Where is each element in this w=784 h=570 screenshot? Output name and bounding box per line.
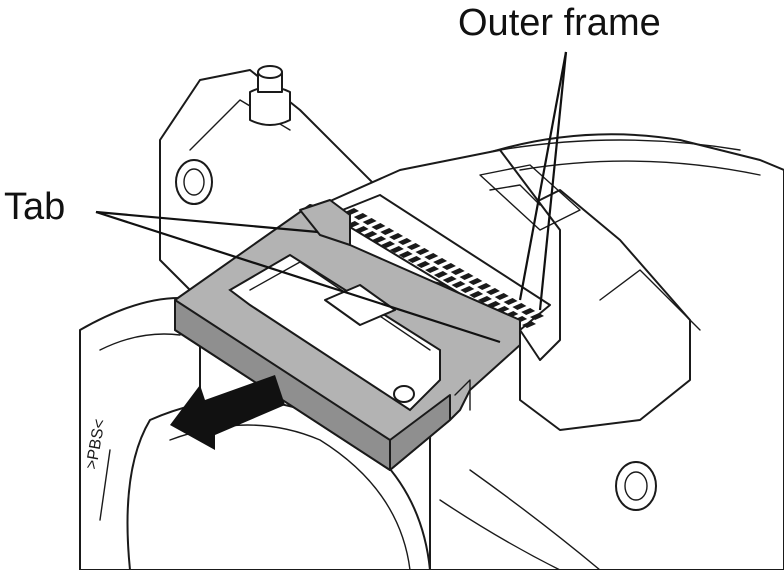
connector-pin: [362, 218, 377, 225]
tab-label: Tab: [4, 186, 66, 228]
connector-pin: [353, 213, 368, 220]
connector-pin: [451, 281, 466, 288]
outer-frame-label: Outer frame: [458, 2, 661, 44]
connector-pin: [450, 268, 465, 275]
connector-pin: [503, 298, 518, 305]
connector-pin: [363, 231, 378, 238]
connector-pin: [372, 236, 387, 243]
connector-pin: [354, 226, 369, 233]
connector-pin: [416, 261, 431, 268]
connector-pin: [512, 303, 527, 310]
connector-pin: [530, 313, 544, 320]
connector-pin: [477, 283, 492, 290]
connector-pin: [521, 308, 536, 315]
connector-pin: [522, 321, 536, 328]
connector-pin: [460, 286, 475, 293]
connector-pin: [425, 266, 440, 273]
connector-pin: [371, 223, 386, 230]
connector-pin: [424, 253, 439, 260]
insert-direction-arrow-icon: [170, 375, 285, 450]
connector-pin: [485, 288, 500, 295]
connector-pin: [468, 278, 483, 285]
connector-pin: [406, 243, 421, 250]
connector-pin: [469, 291, 484, 298]
connector-pin: [407, 256, 422, 263]
connector-pin: [494, 293, 509, 300]
connector-pin: [441, 263, 456, 270]
gray-tray: [174, 199, 521, 471]
connector-pin: [380, 228, 395, 235]
connector-pin: [442, 276, 457, 283]
connector-pin: [389, 246, 404, 253]
connector-pin: [397, 238, 412, 245]
connector-pin: [459, 273, 474, 280]
connector-pin: [398, 251, 413, 258]
outer-frame-leader-lines: [518, 51, 568, 311]
connector-pin: [415, 248, 430, 255]
tab-leader-lines: [95, 210, 501, 344]
top-pin: [249, 65, 291, 126]
connector-pin: [477, 296, 492, 303]
connector-pin: [381, 241, 396, 248]
connector-pin: [389, 233, 404, 240]
connector-pin: [433, 258, 448, 265]
connector-pin: [433, 271, 448, 278]
